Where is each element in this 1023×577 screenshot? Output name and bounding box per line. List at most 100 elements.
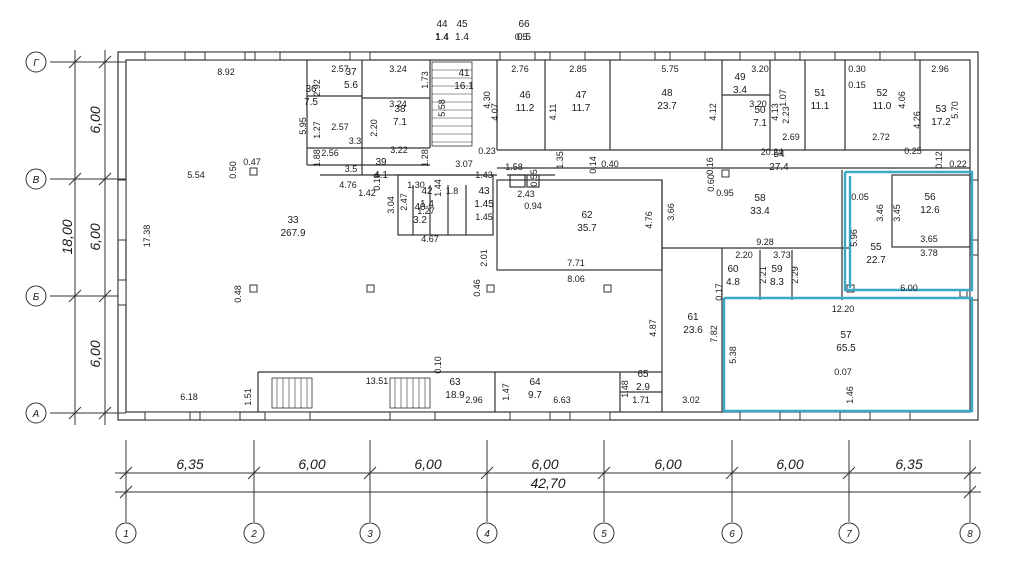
dimension-label: 1.8 <box>446 186 459 196</box>
room-area-37: 5.6 <box>344 80 358 91</box>
dimension-label: 3.02 <box>682 395 700 405</box>
left-axis-lines <box>50 50 126 425</box>
dimension-label: 0.22 <box>949 159 967 169</box>
dimension-label: 4.30 <box>482 91 492 109</box>
dimension-label: 5.58 <box>437 99 447 117</box>
dimension-label: 1.42 <box>358 188 376 198</box>
dimension-label: 2.23 <box>781 106 791 124</box>
room-number-55: 55 <box>870 242 882 253</box>
dimension-label: 2.47 <box>399 193 409 211</box>
dimension-label: 2.96 <box>465 395 483 405</box>
dimension-label: 1.73 <box>420 71 430 89</box>
dimension-label: 5.38 <box>728 346 738 364</box>
dimension-label: 3.5 <box>345 164 358 174</box>
room-number-56: 56 <box>924 192 936 203</box>
axis-label-v: В <box>33 175 40 186</box>
dimension-label: 3.22 <box>390 145 408 155</box>
dimension-label: 2.56 <box>321 148 339 158</box>
room-area-66: 0.5 <box>517 32 531 43</box>
room-area-65: 2.9 <box>636 382 650 393</box>
dimension-label: 4.76 <box>644 211 654 229</box>
room-number-64: 64 <box>529 377 541 388</box>
bottom-span-3: 6,00 <box>414 456 441 472</box>
room-labels: 33267.9367.5375.6387.1394.1403.24116.142… <box>280 19 951 401</box>
room-area-59: 8.3 <box>770 277 784 288</box>
room-number-43: 43 <box>478 186 490 197</box>
room-area-51: 11.1 <box>811 101 830 112</box>
dimension-label: 3.24 <box>389 64 407 74</box>
room-area-52: 11.0 <box>873 101 892 112</box>
dimension-label: 2.69 <box>782 132 800 142</box>
dimension-label: 0.16 <box>705 157 715 175</box>
dimension-label: 6.00 <box>900 283 918 293</box>
dimension-label: 1.46 <box>845 386 855 404</box>
dimension-label: 1.07 <box>778 89 788 107</box>
dimension-label: 4.07 <box>490 103 500 121</box>
dimension-label: 0.95 <box>716 188 734 198</box>
bottom-span-4: 6,00 <box>531 456 558 472</box>
room-area-62: 35.7 <box>577 223 597 234</box>
dimension-label: 0.19 <box>372 173 382 191</box>
room-area-43: 1.45 <box>474 199 494 210</box>
dimension-label: 4.87 <box>648 319 658 337</box>
dimension-label: 7.71 <box>567 258 585 268</box>
room-number-44: 44 <box>436 19 448 30</box>
left-axis-circles <box>25 51 47 424</box>
room-number-33: 33 <box>287 215 299 226</box>
room-number-54: 54 <box>773 149 785 160</box>
room-area-54: 27.4 <box>769 162 789 173</box>
dimension-label: 0.07 <box>834 367 852 377</box>
dimension-label: 4.13 <box>770 103 780 121</box>
room-number-50: 50 <box>754 105 766 116</box>
dimension-label: 3.73 <box>773 250 791 260</box>
dimension-label: 3.45 <box>892 204 902 222</box>
interior-walls <box>257 60 971 412</box>
axis-label-1: 1 <box>123 529 129 540</box>
dimension-label: 2.29 <box>790 266 800 284</box>
dimension-label: 1.48 <box>620 380 630 398</box>
room-area-33: 267.9 <box>280 228 305 239</box>
bottom-span-7: 6,35 <box>895 456 922 472</box>
dimension-label: 4.06 <box>897 91 907 109</box>
bottom-total: 42,70 <box>530 475 565 491</box>
dimension-label: 2.43 <box>517 189 535 199</box>
room-number-42: 42 <box>421 186 433 197</box>
room-number-47: 47 <box>575 90 587 101</box>
room-number-66: 66 <box>518 19 530 30</box>
bottom-span-5: 6,00 <box>654 456 681 472</box>
room-number-36: 36 <box>305 84 317 95</box>
dimension-label: 3.07 <box>455 159 473 169</box>
dimension-label: 4.11 <box>548 104 558 121</box>
dimension-label: 3.65 <box>920 234 938 244</box>
highlighted-area[interactable] <box>722 170 974 413</box>
dimension-label: 1.4 <box>436 32 449 42</box>
dimension-label: 1.58 <box>505 162 523 172</box>
dimension-label: 1.71 <box>632 395 650 405</box>
dimension-label: 0.40 <box>601 159 619 169</box>
room-number-45: 45 <box>456 19 468 30</box>
dimension-label: 2.20 <box>369 119 379 137</box>
bottom-span-2: 6,00 <box>298 456 325 472</box>
dimension-label: 2.92 <box>312 79 322 97</box>
dimension-label: 0.25 <box>904 146 922 156</box>
axis-label-7: 7 <box>846 529 852 540</box>
dimension-label: 1.27 <box>312 121 322 139</box>
bottom-span-1: 6,35 <box>176 456 203 472</box>
room-area-46: 11.2 <box>516 103 535 114</box>
room-number-57: 57 <box>840 330 852 341</box>
columns <box>249 167 968 298</box>
stairs <box>271 61 473 409</box>
room-number-60: 60 <box>727 264 739 275</box>
dimension-label: 5.95 <box>298 117 308 135</box>
dimension-label: 0.5 <box>515 32 528 42</box>
dimension-label: 3.20 <box>749 99 767 109</box>
room-area-47: 11.7 <box>572 103 591 114</box>
dimension-label: 9.28 <box>756 237 774 247</box>
dimension-label: 0.30 <box>848 64 866 74</box>
dimension-label: 0.12 <box>934 151 944 169</box>
room-number-37: 37 <box>345 67 357 78</box>
dimension-label: 0.48 <box>233 285 243 303</box>
dimension-label: 2.96 <box>931 64 949 74</box>
room-area-48: 23.7 <box>657 101 677 112</box>
dimension-label: 2.57 <box>331 122 349 132</box>
